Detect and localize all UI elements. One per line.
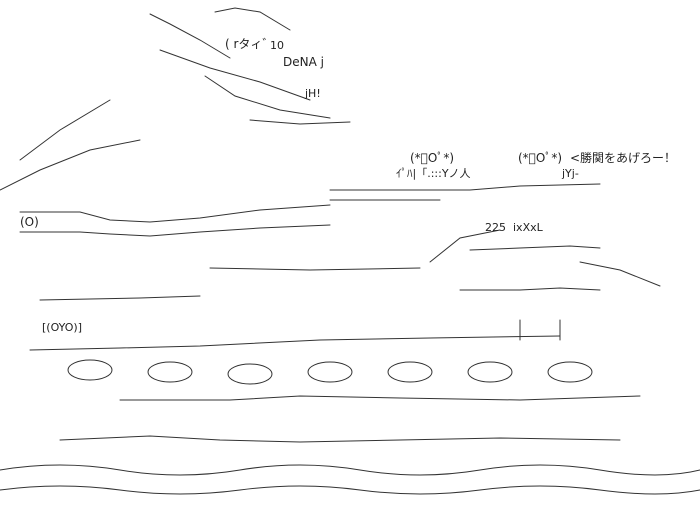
number-225-label: 225 [485, 221, 506, 234]
ixxl-label: ixXxL [513, 221, 543, 234]
face-right-label: (*ﾟOﾟ*) [518, 151, 563, 165]
dena-label: DeNA j [283, 55, 324, 69]
big-o-label: (O) [20, 215, 39, 229]
yjin-label: ｲﾟﾊ|「.:::Yノ人 [396, 167, 471, 180]
ten-label: 10 [270, 39, 284, 52]
oyo-label: [(OYO)] [42, 321, 82, 334]
shout-label: <勝関をあげろー！ [570, 151, 677, 165]
tv-label: ( rタィ゛ [225, 37, 275, 51]
face-left-label: (*ﾟOﾟ*) [410, 151, 455, 165]
iyi-label: jYj- [562, 167, 579, 180]
jh-label: jH! [305, 87, 321, 100]
